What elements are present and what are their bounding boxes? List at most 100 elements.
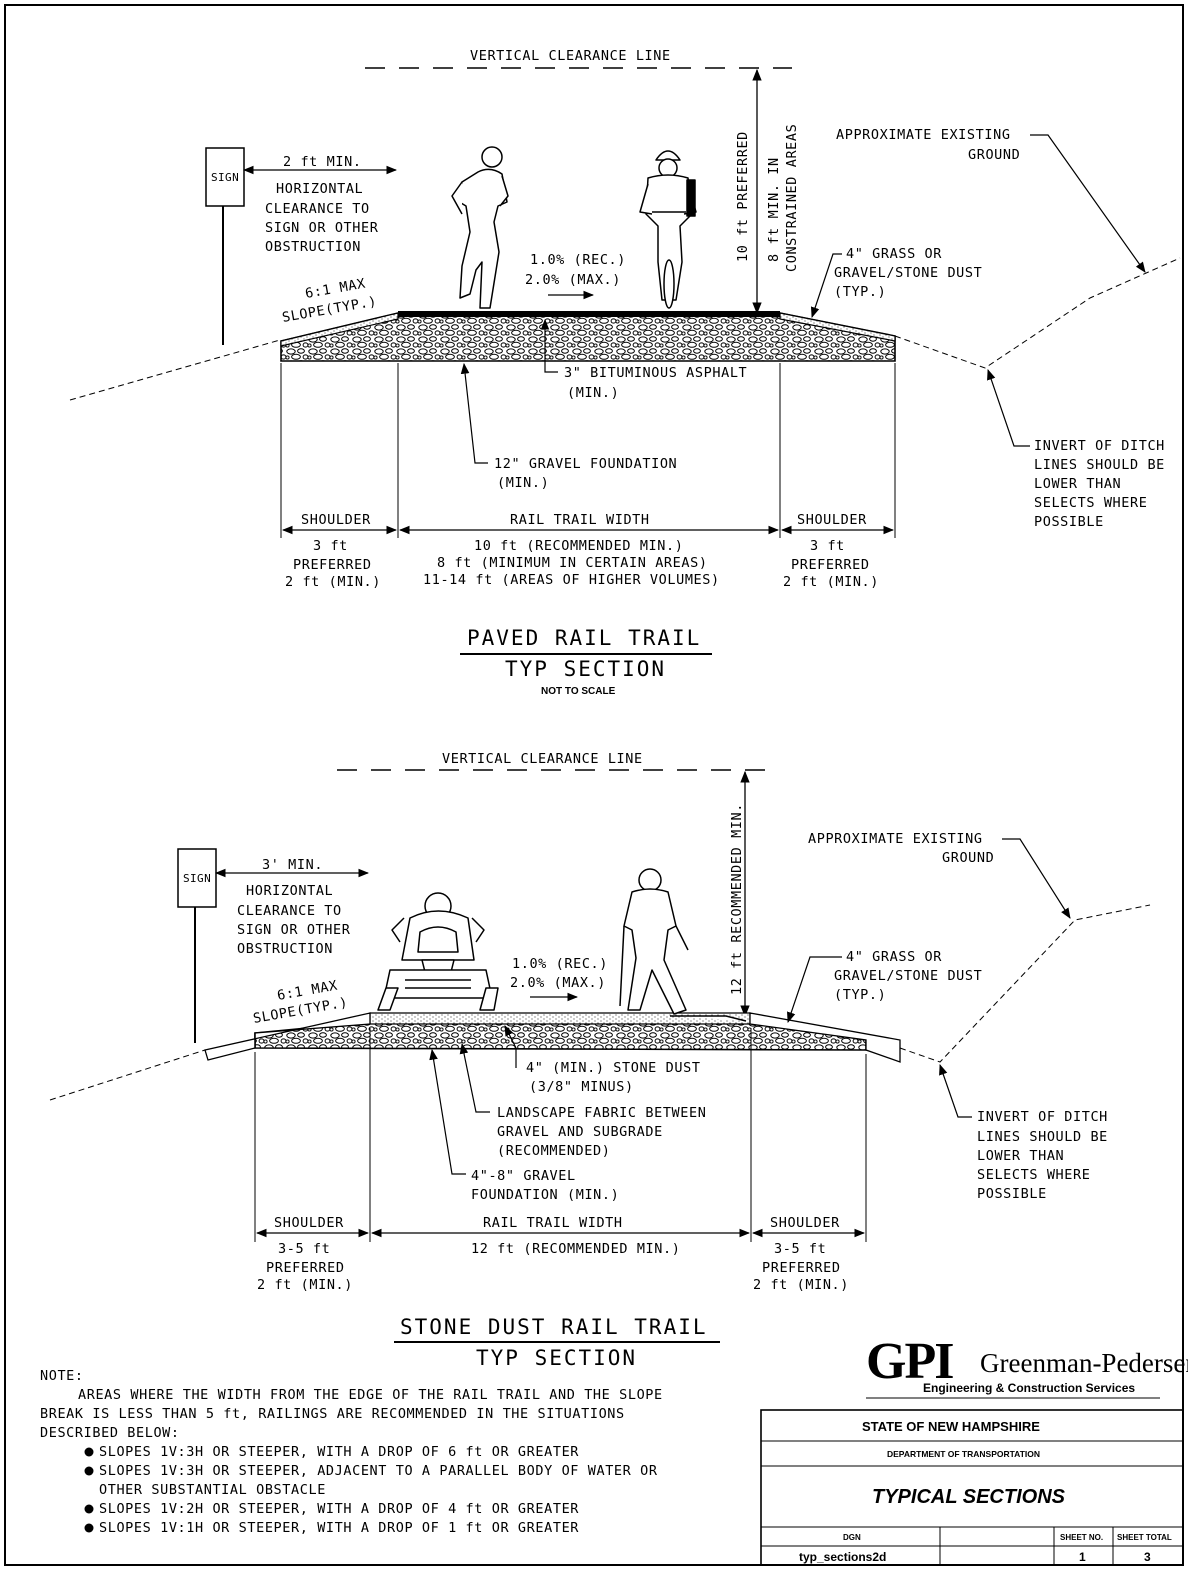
paved-scale-note: NOT TO SCALE: [541, 686, 616, 697]
paved-grass-label-2: GRAVEL/STONE DUST: [834, 265, 982, 281]
note-line-2: BREAK IS LESS THAN 5 ft, RAILINGS ARE RE…: [40, 1406, 625, 1422]
paved-gravel-label-2: (MIN.): [497, 475, 549, 491]
paved-sh-right-2: PREFERRED: [791, 557, 870, 573]
stone-horiz-label-4: OBSTRUCTION: [237, 941, 333, 957]
stone-title: STONE DUST RAIL TRAIL: [400, 1315, 708, 1339]
stone-ditch-label-1: INVERT OF DITCH: [977, 1109, 1108, 1125]
stone-ditch-label-3: LOWER THAN: [977, 1148, 1064, 1164]
stone-dust-layer: [369, 1012, 751, 1025]
title-block-sheet-no-label: SHEET NO.: [1060, 1533, 1103, 1542]
gpi-logo-tagline: Engineering & Construction Services: [923, 1381, 1135, 1395]
stone-gravel-label-1: 4"-8" GRAVEL: [471, 1168, 576, 1184]
paved-asphalt-label-2: (MIN.): [567, 385, 619, 401]
stone-subtitle: TYP SECTION: [476, 1346, 637, 1370]
gpi-logo-mark: GPI: [866, 1333, 953, 1390]
bullet-icon: [84, 1523, 94, 1533]
note-block: NOTE: AREAS WHERE THE WIDTH FROM THE EDG…: [40, 1368, 663, 1536]
paved-section: VERTICAL CLEARANCE LINE 10 ft PREFERRED …: [69, 48, 1181, 697]
paved-shoulder-label-right: SHOULDER: [797, 512, 867, 528]
paved-shoulder-left: [280, 312, 399, 347]
paved-sh-right-1: 3 ft: [810, 538, 845, 554]
note-bullet-2b: OTHER SUBSTANTIAL OBSTACLE: [99, 1482, 326, 1498]
paved-cross-slope-label-2: 2.0% (MAX.): [525, 272, 621, 288]
stone-width-label-1: 12 ft (RECOMMENDED MIN.): [471, 1241, 680, 1257]
stone-sign-icon: [177, 848, 217, 908]
stone-sh-left-3: 2 ft (MIN.): [257, 1277, 353, 1293]
title-block-sheet-total-label: SHEET TOTAL: [1117, 1533, 1172, 1542]
stone-gravel-label-2: FOUNDATION (MIN.): [471, 1187, 619, 1203]
paved-grass-label-1: 4" GRASS OR: [846, 246, 942, 262]
stone-dust-label-2: (3/8" MINUS): [529, 1079, 634, 1095]
paved-shoulder-label-left: SHOULDER: [301, 512, 371, 528]
stone-gravel-leader: [429, 1048, 466, 1175]
paved-clearance-min-label-1: 8 ft MIN. IN: [766, 157, 782, 262]
title-block-title: TYPICAL SECTIONS: [872, 1486, 1066, 1508]
bullet-icon: [84, 1504, 94, 1514]
paved-ditch-label-3: LOWER THAN: [1034, 476, 1121, 492]
paved-clearance-min-label-2: CONSTRAINED AREAS: [784, 124, 800, 272]
paved-horiz-label-1: HORIZONTAL: [276, 181, 363, 197]
title-block-sheet-no: 1: [1079, 1550, 1086, 1564]
title-block-dgn-value: typ_sections2d: [799, 1550, 886, 1564]
skier-icon: [619, 868, 747, 1022]
title-block-sheet-total: 3: [1144, 1550, 1151, 1564]
stone-sh-right-2: PREFERRED: [762, 1260, 841, 1276]
title-block-frame: [760, 1409, 1184, 1566]
stone-shoulder-right: [749, 1012, 901, 1063]
stone-horiz-label-1: HORIZONTAL: [246, 883, 333, 899]
paved-trail-width-label: RAIL TRAIL WIDTH: [510, 512, 650, 528]
paved-horiz-label-4: OBSTRUCTION: [265, 239, 361, 255]
paved-sh-left-1: 3 ft: [313, 538, 348, 554]
paved-ditch-label-1: INVERT OF DITCH: [1034, 438, 1165, 454]
paved-ditch-label-4: SELECTS WHERE: [1034, 495, 1147, 511]
paved-existing-label-2: GROUND: [968, 147, 1020, 163]
stone-grass-label-3: (TYP.): [834, 987, 886, 1003]
stone-ditch-label-2: LINES SHOULD BE: [977, 1129, 1108, 1145]
paved-existing-label-1: APPROXIMATE EXISTING: [836, 127, 1011, 143]
title-block-dgn-label: DGN: [843, 1533, 861, 1542]
cyclist-icon: [639, 150, 697, 309]
stone-horiz-label-3: SIGN OR OTHER: [237, 922, 351, 938]
title-block: STATE OF NEW HAMPSHIRE DEPARTMENT OF TRA…: [760, 1409, 1184, 1566]
paved-grass-label-3: (TYP.): [834, 284, 886, 300]
stone-grass-label-1: 4" GRASS OR: [846, 949, 942, 965]
bullet-icon: [84, 1447, 94, 1457]
stone-cross-slope-label-2: 2.0% (MAX.): [510, 975, 606, 991]
stone-existing-leader: [1002, 838, 1071, 919]
note-bullet-4: SLOPES 1V:1H OR STEEPER, WITH A DROP OF …: [99, 1520, 579, 1536]
stone-horiz-label-2: CLEARANCE TO: [237, 903, 342, 919]
stone-sh-left-2: PREFERRED: [266, 1260, 345, 1276]
paved-sh-left-3: 2 ft (MIN.): [285, 574, 381, 590]
paved-existing-ground-right: [894, 257, 1181, 369]
title-block-state: STATE OF NEW HAMPSHIRE: [862, 1419, 1040, 1434]
note-line-1: AREAS WHERE THE WIDTH FROM THE EDGE OF T…: [78, 1387, 663, 1403]
stone-existing-ground-left: [49, 1049, 206, 1101]
bullet-icon: [84, 1466, 94, 1476]
paved-asphalt-layer: [398, 311, 780, 317]
stone-section: VERTICAL CLEARANCE LINE 12 ft RECOMMENDE…: [49, 751, 1151, 1370]
paved-asphalt-leader: [540, 318, 558, 373]
stone-fabric-label-2: GRAVEL AND SUBGRADE: [497, 1124, 663, 1140]
stone-fabric-leader: [459, 1042, 490, 1113]
paved-ditch-label-2: LINES SHOULD BE: [1034, 457, 1165, 473]
stone-fabric-label-1: LANDSCAPE FABRIC BETWEEN: [497, 1105, 706, 1121]
stone-grass-leader: [787, 956, 842, 1024]
snowmobile-icon: [377, 892, 499, 1011]
stone-existing-ground-right: [899, 904, 1151, 1063]
stone-ditch-leader: [939, 1063, 972, 1118]
stone-dust-leader: [504, 1025, 517, 1068]
paved-width-label-2: 8 ft (MINIMUM IN CERTAIN AREAS): [437, 555, 708, 571]
note-bullet-1: SLOPES 1V:3H OR STEEPER, WITH A DROP OF …: [99, 1444, 579, 1460]
paved-width-label-1: 10 ft (RECOMMENDED MIN.): [474, 538, 683, 554]
paved-horiz-min-label: 2 ft MIN.: [283, 154, 362, 170]
stone-sh-left-1: 3-5 ft: [278, 1241, 330, 1257]
paved-ditch-label-5: POSSIBLE: [1034, 514, 1104, 530]
note-heading: NOTE:: [40, 1368, 84, 1384]
stone-sh-right-1: 3-5 ft: [774, 1241, 826, 1257]
paved-gravel-leader: [460, 362, 488, 464]
paved-ditch-leader: [987, 368, 1030, 447]
stone-shoulder-label-right: SHOULDER: [770, 1215, 840, 1231]
title-block-department: DEPARTMENT OF TRANSPORTATION: [887, 1449, 1040, 1459]
paved-gravel-label-1: 12" GRAVEL FOUNDATION: [494, 456, 677, 472]
stone-existing-label-2: GROUND: [942, 850, 994, 866]
